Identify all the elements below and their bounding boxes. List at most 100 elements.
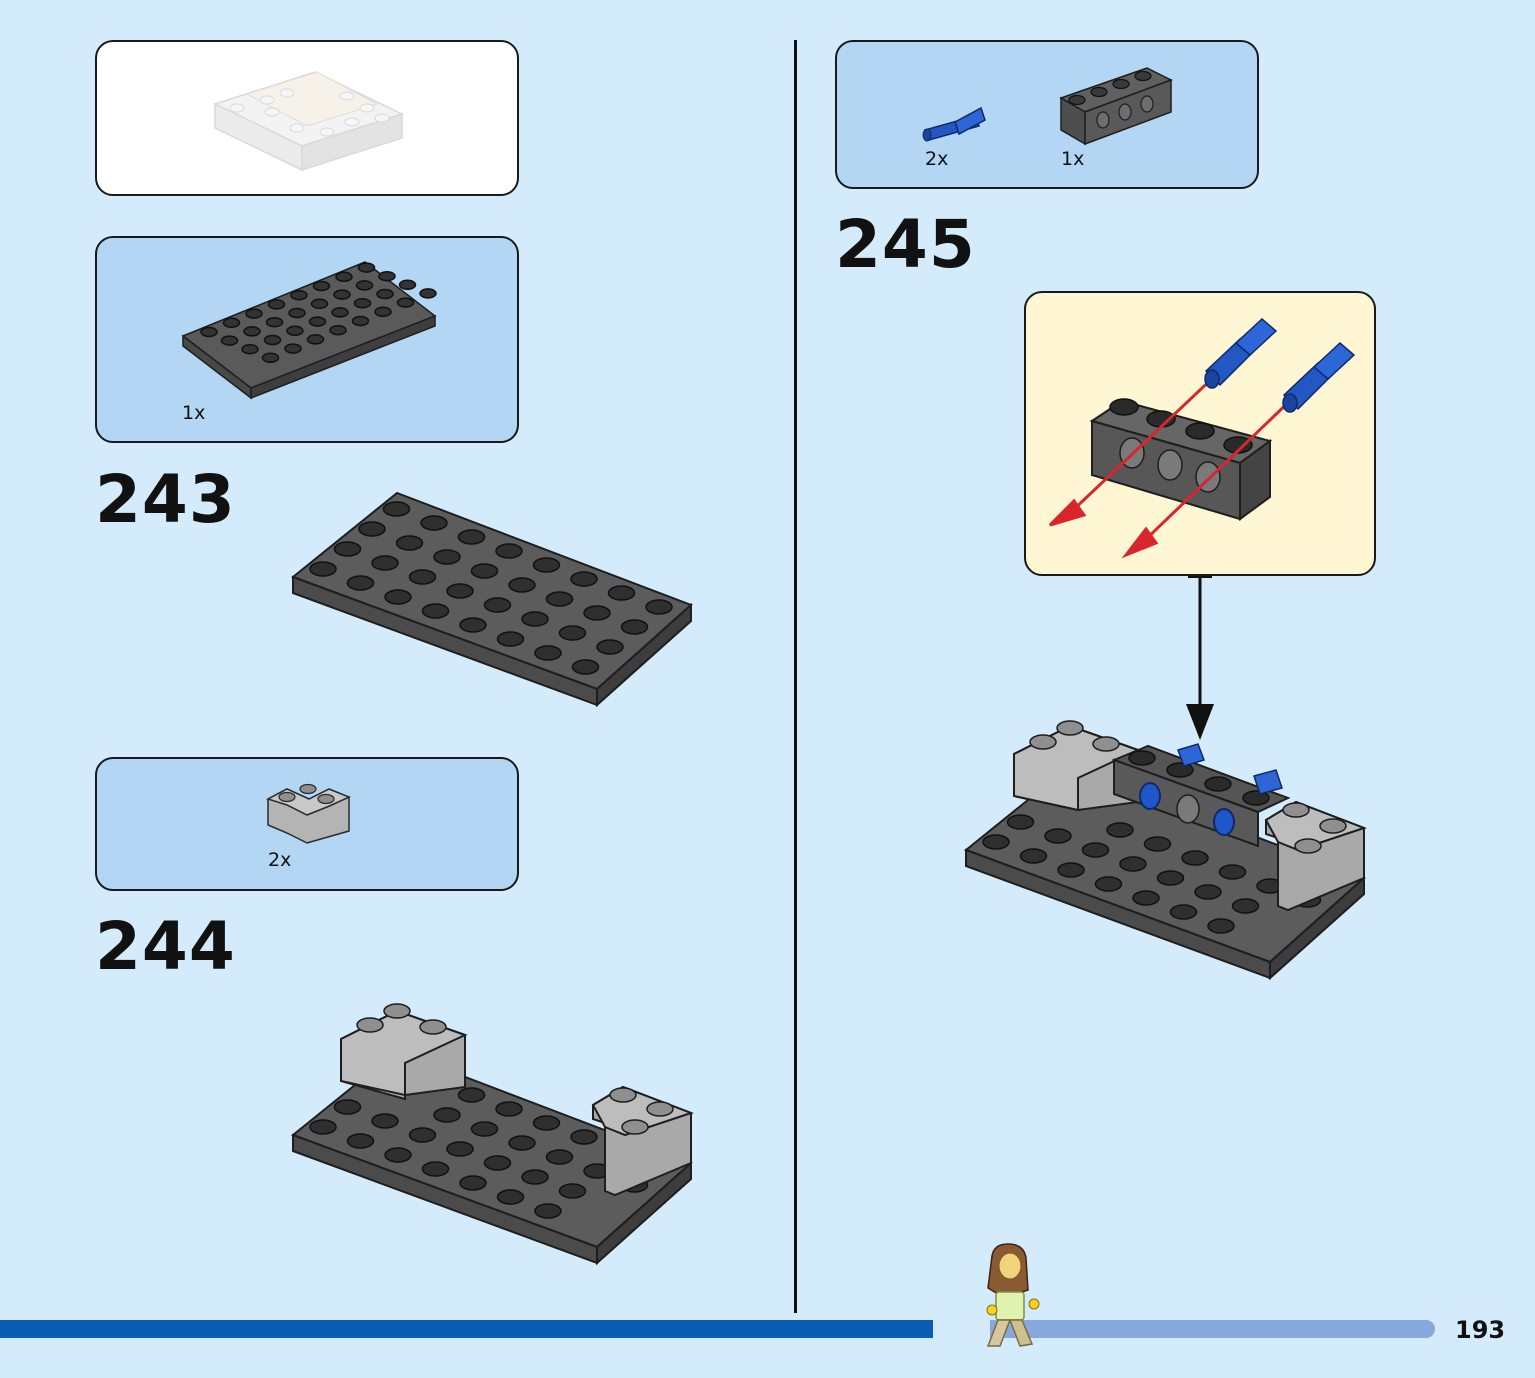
- stud: [421, 1161, 450, 1177]
- stud: [395, 535, 424, 551]
- stud: [331, 307, 349, 318]
- stud: [265, 316, 284, 328]
- stud: [570, 1129, 598, 1145]
- stud: [357, 262, 376, 273]
- stud: [1169, 904, 1198, 920]
- corner-brick-part-icon: [266, 783, 351, 844]
- stud: [1143, 836, 1172, 852]
- stud: [421, 603, 450, 619]
- stud: [378, 270, 396, 282]
- step-243-build-illustration: [291, 491, 693, 708]
- stud: [384, 589, 412, 605]
- stud: [470, 1121, 499, 1137]
- stud: [495, 1101, 523, 1117]
- stud: [371, 1113, 399, 1129]
- submodel-preview-box: [95, 40, 519, 196]
- step-245-pin-qty: 2x: [925, 148, 949, 170]
- stud: [457, 1087, 486, 1103]
- stud: [1106, 822, 1134, 838]
- stud: [376, 288, 394, 300]
- step-244-build-illustration: [291, 1003, 694, 1266]
- stud: [558, 625, 587, 641]
- pin-insertion-detail-illustration: [1048, 317, 1356, 559]
- page-number: 193: [1455, 1316, 1506, 1344]
- stud: [545, 1149, 574, 1165]
- stud: [222, 317, 241, 329]
- stud: [1094, 876, 1123, 892]
- stud: [459, 617, 487, 633]
- stud: [241, 343, 259, 355]
- stud: [645, 599, 673, 615]
- stud: [1044, 828, 1072, 844]
- stud: [333, 289, 351, 300]
- progress-bar-completed: [0, 1320, 933, 1338]
- stud: [263, 334, 282, 346]
- stud: [1057, 862, 1085, 878]
- stud: [220, 335, 239, 346]
- stud: [358, 521, 386, 537]
- stud: [286, 325, 304, 337]
- stud: [496, 1189, 525, 1205]
- stud: [419, 288, 437, 299]
- stud: [607, 585, 636, 601]
- stud: [532, 557, 561, 573]
- plate-4x8-part-icon: [181, 261, 437, 400]
- stud: [333, 1099, 362, 1115]
- stud: [470, 563, 499, 579]
- stud: [1081, 842, 1110, 858]
- stud: [982, 834, 1010, 850]
- technic-brick-part-icon: [1059, 67, 1173, 146]
- stud: [1119, 856, 1147, 872]
- stud: [290, 289, 308, 301]
- stud: [446, 583, 474, 599]
- stud: [398, 279, 417, 291]
- stud: [355, 280, 374, 291]
- step-number-244: 244: [95, 908, 236, 985]
- stud: [284, 343, 302, 354]
- stud: [1019, 848, 1048, 864]
- stud: [396, 297, 415, 308]
- stud: [571, 659, 600, 675]
- stud: [309, 1119, 337, 1135]
- stud: [267, 299, 286, 310]
- stud: [408, 569, 437, 585]
- stud: [308, 316, 327, 327]
- callout-connector-arrow: [1186, 576, 1214, 740]
- stud: [508, 577, 536, 593]
- stud: [483, 597, 512, 613]
- step-245-parts-box: 2x 1x: [835, 40, 1259, 189]
- stud: [457, 529, 486, 545]
- technic-pin-part-icon: [922, 106, 986, 142]
- step-number-245: 245: [835, 206, 976, 283]
- stud: [1194, 884, 1222, 900]
- stud: [408, 1127, 437, 1143]
- stud: [446, 1141, 474, 1157]
- stud: [508, 1135, 536, 1151]
- stud: [310, 298, 329, 310]
- stud: [309, 561, 337, 577]
- stud: [333, 541, 362, 557]
- stud: [351, 315, 370, 327]
- stud: [495, 543, 523, 559]
- step-243-part-qty: 1x: [182, 402, 206, 424]
- stud: [384, 1147, 412, 1163]
- step-244-parts-box: 2x: [95, 757, 519, 891]
- stud: [371, 555, 399, 571]
- stud: [200, 326, 218, 338]
- progress-bar-remaining: [990, 1320, 1435, 1338]
- stud: [243, 326, 261, 337]
- stud: [374, 306, 392, 318]
- submodel-ghost-illustration: [212, 71, 405, 172]
- stud: [1231, 898, 1260, 914]
- stud: [534, 1203, 562, 1219]
- stud: [1181, 850, 1209, 866]
- stud: [1006, 814, 1035, 830]
- stud: [261, 352, 280, 364]
- minifigure-walking-icon: [986, 1243, 1040, 1347]
- step-number-243: 243: [95, 461, 236, 538]
- stud: [335, 271, 353, 283]
- stud: [312, 280, 331, 292]
- stud: [534, 645, 562, 661]
- stud: [353, 297, 372, 309]
- stud: [521, 611, 549, 627]
